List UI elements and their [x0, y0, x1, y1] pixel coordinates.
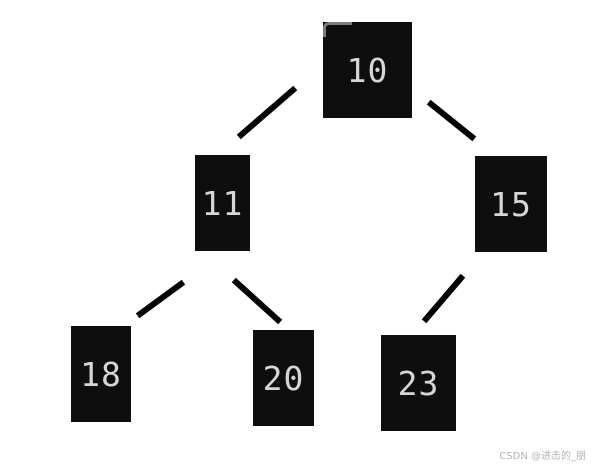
tree-node-15: 15 — [475, 156, 547, 252]
edge-15-23 — [421, 273, 466, 324]
edge-10-15 — [426, 99, 477, 142]
node-label: 18 — [80, 354, 122, 394]
tree-node-10: 10 — [323, 22, 412, 118]
edge-11-20 — [231, 277, 283, 325]
node-label: 15 — [490, 184, 532, 224]
edge-10-11 — [236, 85, 298, 140]
corner-marker-icon — [323, 22, 352, 37]
tree-node-18: 18 — [71, 326, 131, 422]
node-label: 10 — [346, 50, 389, 90]
node-label: 11 — [201, 183, 244, 223]
tree-node-23: 23 — [381, 335, 456, 431]
tree-node-20: 20 — [253, 330, 314, 426]
tree-node-11: 11 — [195, 155, 250, 251]
watermark-text: CSDN @进击的_朋 — [499, 451, 586, 462]
node-label: 20 — [262, 358, 305, 398]
node-label: 23 — [397, 363, 440, 403]
edge-11-18 — [135, 279, 186, 319]
